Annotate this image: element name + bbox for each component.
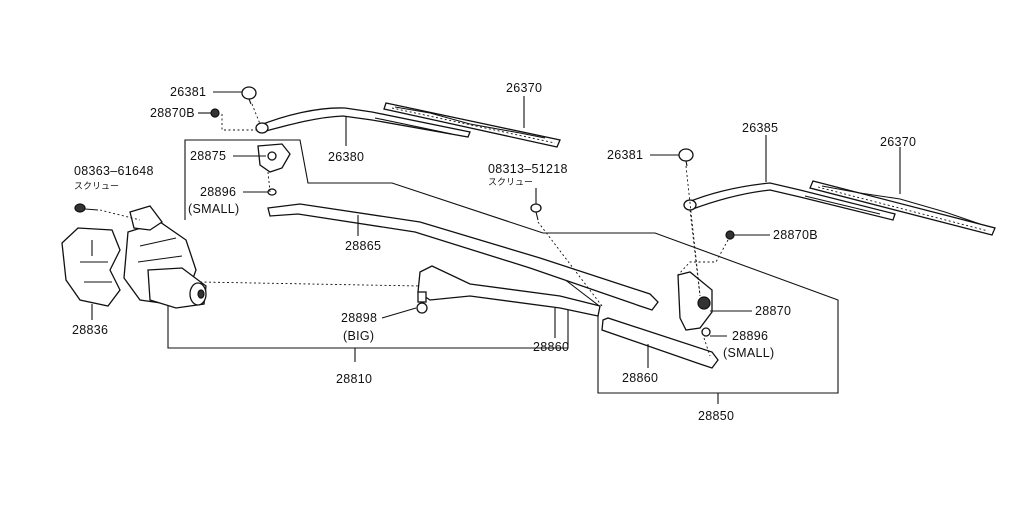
pivot-bolt-left	[267, 151, 277, 161]
label-08313-51218-sub: スクリュー	[488, 177, 533, 188]
label-28860-right: 28860	[622, 371, 658, 385]
wiper-arm-left	[257, 107, 471, 138]
label-28896-left-sub: (SMALL)	[188, 202, 239, 216]
bush-28898-big	[416, 291, 428, 314]
group-bracket-28810	[167, 300, 569, 349]
assembly-line-8	[677, 239, 729, 276]
wiper-arm-right-spring	[804, 195, 881, 215]
label-28870B-right: 28870B	[773, 228, 818, 242]
washer-28896-small-left	[267, 188, 277, 196]
pivot-bracket-right	[677, 271, 713, 331]
label-28896-right-sub: (SMALL)	[723, 346, 774, 360]
screw-08363-61648	[74, 203, 99, 213]
motor-bracket-inner	[80, 240, 112, 283]
label-28875: 28875	[190, 149, 226, 163]
washer-28896-small-right	[701, 327, 711, 337]
nut-28870B-left	[210, 108, 220, 118]
label-28898: 28898	[341, 311, 377, 325]
assembly-line-10	[703, 337, 711, 357]
label-08363-61648-sub: スクリュー	[74, 181, 119, 192]
assembly-line-3	[267, 171, 271, 193]
label-28896-right: 28896	[732, 329, 768, 343]
link-rod-28865	[267, 203, 659, 311]
wiper-blade-right	[809, 180, 996, 236]
screw-08313-51218	[530, 203, 542, 221]
assembly-line-1	[251, 103, 261, 125]
label-28810: 28810	[336, 372, 372, 386]
label-28865: 28865	[345, 239, 381, 253]
label-26370-right: 26370	[880, 135, 916, 149]
leader-28898	[381, 307, 417, 319]
wiper-arm-right	[685, 182, 896, 221]
cap-26381-right	[678, 148, 694, 167]
assembly-line-9	[689, 209, 701, 297]
wiper-arm-right-pivot	[683, 199, 697, 211]
cap-26381-left	[241, 86, 257, 105]
label-08313-51218: 08313–51218	[488, 162, 568, 176]
label-28850: 28850	[698, 409, 734, 423]
label-08363-61648: 08363–61648	[74, 164, 154, 178]
assembly-line-2	[221, 114, 258, 131]
label-26381-left: 26381	[170, 85, 206, 99]
label-26380: 26380	[328, 150, 364, 164]
wiper-blade-right-frame	[821, 185, 981, 225]
motor-shaft	[197, 289, 205, 299]
wiper-blade-left-frame	[394, 106, 546, 139]
label-28870B-left: 28870B	[150, 106, 195, 120]
label-28896-left: 28896	[200, 185, 236, 199]
motor-crank	[129, 205, 163, 231]
wiper-arm-left-pivot	[255, 122, 269, 134]
label-28898-sub: (BIG)	[343, 329, 374, 343]
group-bracket-28865	[184, 139, 839, 394]
label-28860-left: 28860	[533, 340, 569, 354]
label-28836: 28836	[72, 323, 108, 337]
assembly-line-5	[199, 281, 421, 287]
label-26381-right: 26381	[607, 148, 643, 162]
nut-28870B-right	[725, 230, 735, 240]
link-rod-28860-right	[601, 317, 719, 369]
wiper-blade-left-teeth	[391, 107, 556, 144]
label-26385: 26385	[742, 121, 778, 135]
pivot-nut-28870	[697, 296, 711, 310]
label-28870: 28870	[755, 304, 791, 318]
motor-bracket-28836	[61, 227, 121, 307]
label-26370-left: 26370	[506, 81, 542, 95]
wiper-arm-left-spring	[374, 117, 453, 135]
